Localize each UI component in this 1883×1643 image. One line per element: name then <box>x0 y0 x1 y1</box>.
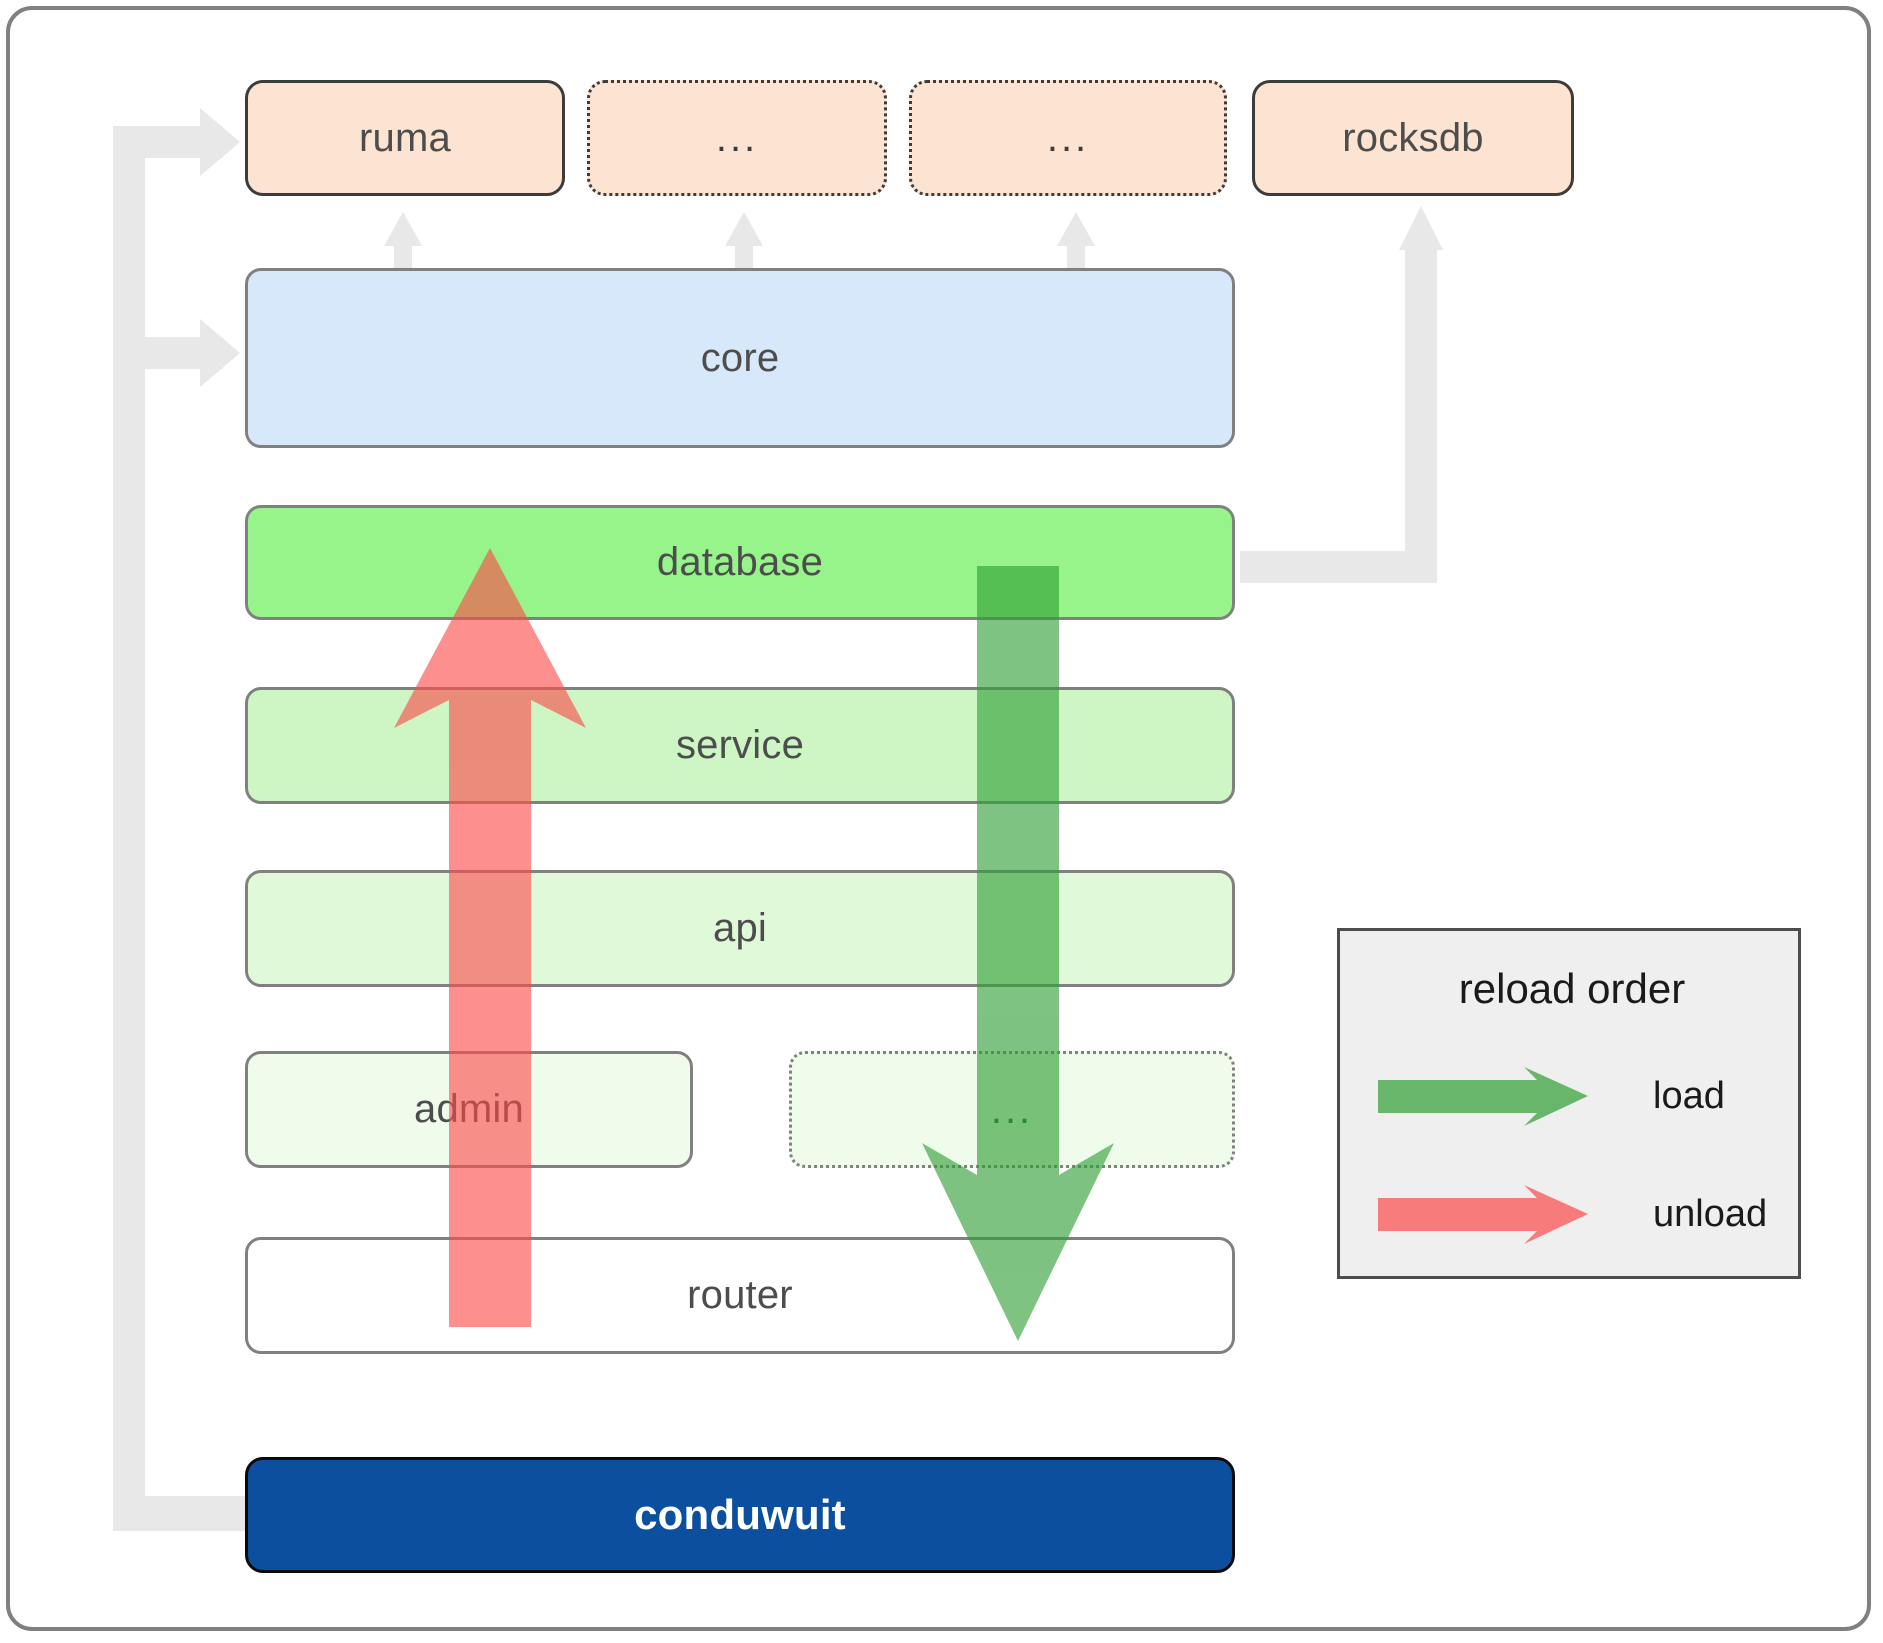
legend-unload-arrow-wrap <box>1378 1174 1633 1254</box>
dep-ruma-label: ruma <box>359 115 451 160</box>
root-conduwuit[interactable]: conduwuit <box>245 1457 1235 1573</box>
layer-database[interactable]: database <box>245 505 1235 620</box>
dep-ellipsis-1[interactable]: ... <box>587 80 887 196</box>
diagram-frame <box>6 6 1871 1631</box>
dep-rocksdb-label: rocksdb <box>1342 115 1484 160</box>
dep-ellipsis-1-label: ... <box>715 116 759 160</box>
legend-load-arrow-wrap <box>1378 1056 1633 1136</box>
layer-service-label: service <box>675 723 805 767</box>
layer-ellipsis[interactable]: ... <box>789 1051 1235 1168</box>
root-conduwuit-label: conduwuit <box>634 1491 846 1538</box>
layer-core-label: core <box>700 335 780 380</box>
layer-database-label: database <box>656 540 824 584</box>
legend-title: reload order <box>1458 965 1686 1012</box>
layer-api-label: api <box>713 906 767 950</box>
load-arrow-icon <box>1378 1067 1588 1126</box>
dep-ruma[interactable]: ruma <box>245 80 565 196</box>
dep-ellipsis-2[interactable]: ... <box>909 80 1227 196</box>
layer-service[interactable]: service <box>245 687 1235 804</box>
layer-core[interactable]: core <box>245 268 1235 448</box>
legend-row-load: load <box>1340 1056 1804 1136</box>
legend-row-unload: unload <box>1340 1174 1804 1254</box>
dep-rocksdb[interactable]: rocksdb <box>1252 80 1574 196</box>
legend-unload-label: unload <box>1653 1192 1768 1235</box>
unload-arrow-icon <box>1378 1185 1588 1244</box>
layer-ellipsis-label: ... <box>990 1087 1034 1132</box>
legend-panel: reload order load <box>1337 928 1801 1279</box>
layer-api[interactable]: api <box>245 870 1235 987</box>
layer-router-label: router <box>687 1273 793 1317</box>
dep-ellipsis-2-label: ... <box>1046 116 1090 160</box>
layer-router[interactable]: router <box>245 1237 1235 1354</box>
legend-load-label: load <box>1653 1074 1725 1117</box>
layer-admin[interactable]: admin <box>245 1051 693 1168</box>
layer-admin-label: admin <box>414 1087 524 1131</box>
